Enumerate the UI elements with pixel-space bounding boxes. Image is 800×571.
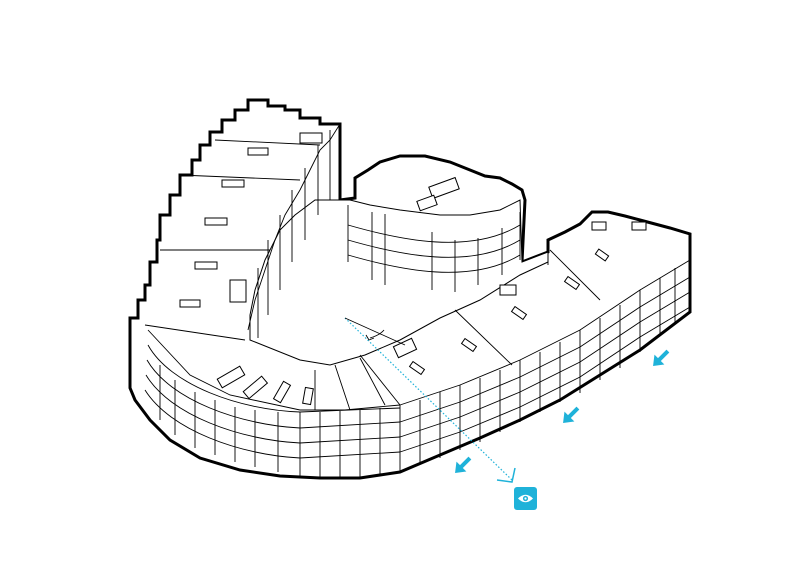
left-wing-roof-lines <box>144 123 341 341</box>
rooftop-units <box>179 132 647 406</box>
curved-facade-grid <box>144 329 401 478</box>
view-direction-arrow <box>653 349 670 366</box>
view-direction-arrow <box>455 456 472 473</box>
tower-facade-lines <box>347 205 521 292</box>
view-angle-indicator <box>344 317 516 483</box>
view-direction-arrow <box>563 406 580 423</box>
eye-view-button[interactable] <box>514 487 537 510</box>
eye-icon <box>518 494 533 503</box>
right-wing-facade <box>359 249 691 465</box>
courtyard <box>249 199 549 366</box>
